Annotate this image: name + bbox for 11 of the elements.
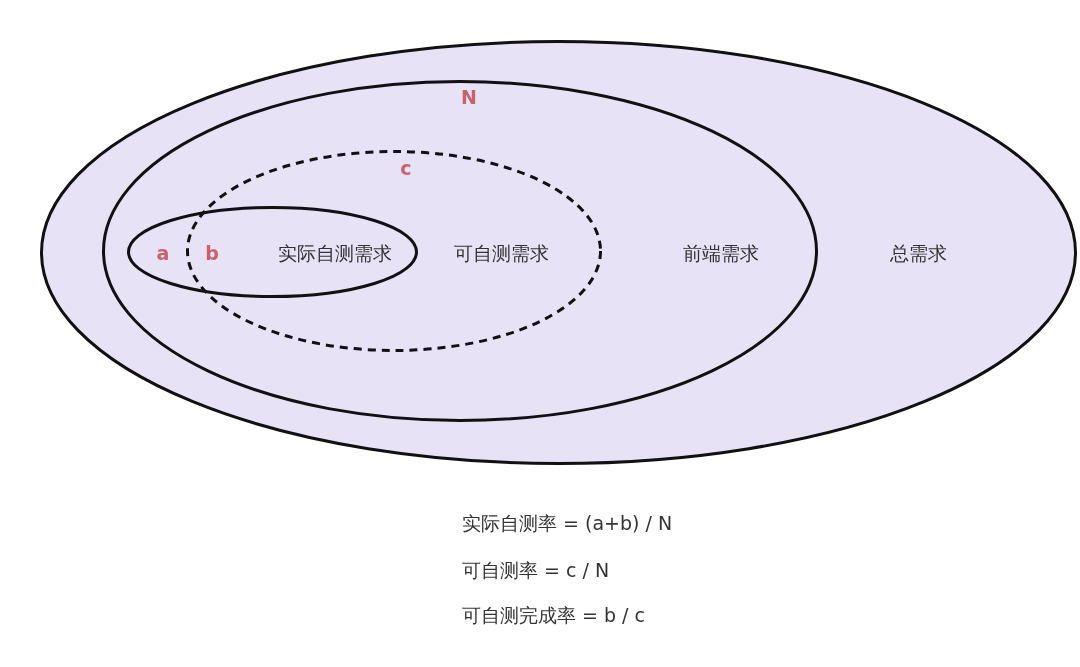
variable-label: a — [156, 241, 170, 265]
region-label: 总需求 — [889, 241, 947, 265]
variable-label: b — [205, 241, 219, 265]
variable-label: c — [400, 156, 412, 180]
variable-label: N — [461, 85, 477, 109]
region-label: 可自测需求 — [453, 241, 549, 265]
formula-text: 可自测完成率 = b / c — [462, 603, 645, 627]
region-label: 实际自测需求 — [278, 241, 392, 265]
formula-text: 实际自测率 = (a+b) / N — [462, 511, 673, 535]
region-label: 前端需求 — [683, 241, 759, 265]
formula-text: 可自测率 = c / N — [462, 558, 610, 582]
